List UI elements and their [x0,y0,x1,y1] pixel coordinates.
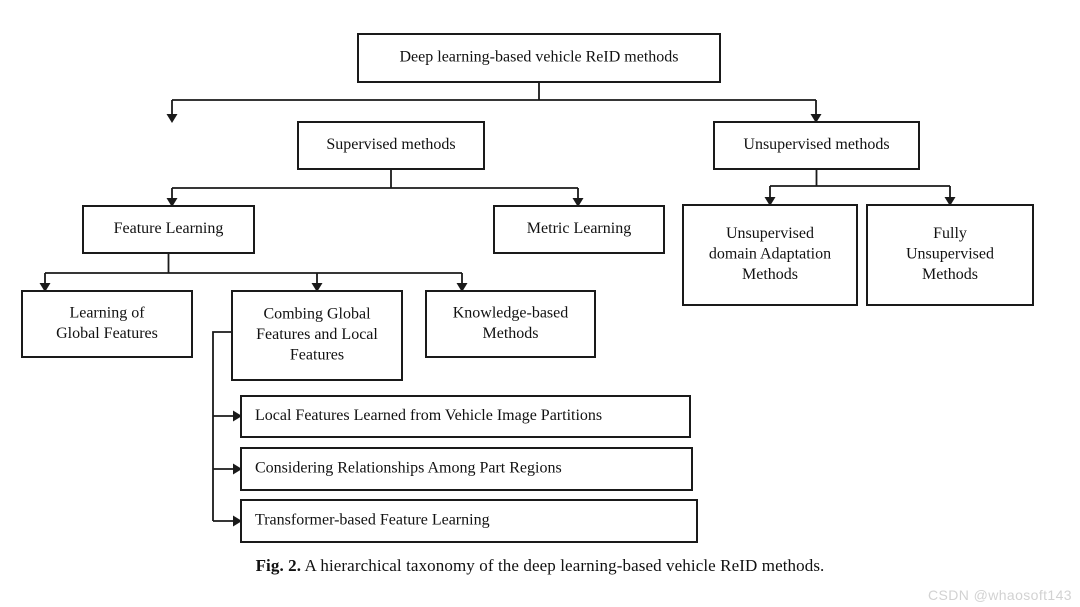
nodes-layer: Deep learning-based vehicle ReID methods… [21,33,1034,543]
node-box-supervised [297,121,485,170]
node-label-learning-global-features: Learning of [69,304,145,321]
node-box-feature-learning [82,205,255,254]
arrow-combing-to-relationships-part-regions [233,463,242,475]
node-box-transformer-feature-learning [240,499,698,543]
node-label-learning-global-features: Global Features [56,325,158,342]
node-label-combing-global-local: Features and Local [256,326,378,343]
arrow-unsupervised-to-fully [944,197,956,206]
node-metric-learning[interactable]: Metric Learning [493,205,665,254]
arrow-feature-to-kbm [456,283,468,292]
node-unsupervised[interactable]: Unsupervised methods [713,121,920,170]
node-label-unsupervised-domain-adaptation: Unsupervised [726,225,814,242]
node-box-root [357,33,721,83]
figure-caption-text: A hierarchical taxonomy of the deep lear… [301,556,825,575]
node-supervised[interactable]: Supervised methods [297,121,485,170]
node-label-fully-unsupervised: Methods [922,266,978,283]
node-relationships-part-regions[interactable]: Considering Relationships Among Part Reg… [240,447,693,491]
arrow-supervised-to-feature-learning [166,198,178,207]
node-label-feature-learning: Feature Learning [114,220,224,237]
node-box-metric-learning [493,205,665,254]
arrow-supervised-to-metric-learning [572,198,584,207]
node-label-unsupervised-domain-adaptation: domain Adaptation [709,246,831,263]
node-label-knowledge-based-methods: Methods [483,325,539,342]
arrow-combing-to-local-features-partitions [233,410,242,422]
node-label-combing-global-local: Combing Global [263,306,371,323]
node-label-unsupervised-domain-adaptation: Methods [742,266,798,283]
node-label-transformer-feature-learning: Transformer-based Feature Learning [255,512,490,529]
node-box-local-features-partitions [240,395,691,438]
node-box-relationships-part-regions [240,447,693,491]
node-box-unsupervised [713,121,920,170]
node-label-local-features-partitions: Local Features Learned from Vehicle Imag… [255,407,602,424]
node-label-relationships-part-regions: Considering Relationships Among Part Reg… [255,460,562,477]
node-label-root: Deep learning-based vehicle ReID methods [399,49,678,66]
arrow-unsupervised-to-uda [764,197,776,206]
node-label-unsupervised: Unsupervised methods [743,136,889,153]
node-box-fully-unsupervised [866,204,1034,306]
arrow-root-to-unsupervised [810,114,822,123]
node-label-knowledge-based-methods: Knowledge-based [453,304,569,321]
arrow-combing-to-transformer-feature-learning [233,515,242,527]
node-transformer-feature-learning[interactable]: Transformer-based Feature Learning [240,499,698,543]
node-label-supervised: Supervised methods [326,136,455,153]
node-box-unsupervised-domain-adaptation [682,204,858,306]
arrow-root-to-supervised [166,114,178,123]
node-box-learning-global-features [21,290,193,358]
watermark: CSDN @whaosoft143 [928,587,1072,603]
node-box-combing-global-local [231,290,403,381]
node-root[interactable]: Deep learning-based vehicle ReID methods [357,33,721,83]
figure-caption-label: Fig. 2. [255,556,302,575]
node-label-metric-learning: Metric Learning [527,220,631,237]
edge-combing-side-trunk [212,331,232,521]
arrow-feature-to-combing [311,283,323,292]
node-box-knowledge-based-methods [425,290,596,358]
node-label-combing-global-local: Features [290,347,344,364]
node-local-features-partitions[interactable]: Local Features Learned from Vehicle Imag… [240,395,691,438]
figure-caption: Fig. 2. A hierarchical taxonomy of the d… [0,556,1080,576]
arrow-feature-to-lgf [39,283,51,292]
node-label-fully-unsupervised: Unsupervised [906,246,994,263]
node-feature-learning[interactable]: Feature Learning [82,205,255,254]
edges-layer [39,82,956,527]
node-learning-global-features[interactable]: Learning of Global Features [21,290,193,358]
node-label-fully-unsupervised: Fully [933,225,967,242]
